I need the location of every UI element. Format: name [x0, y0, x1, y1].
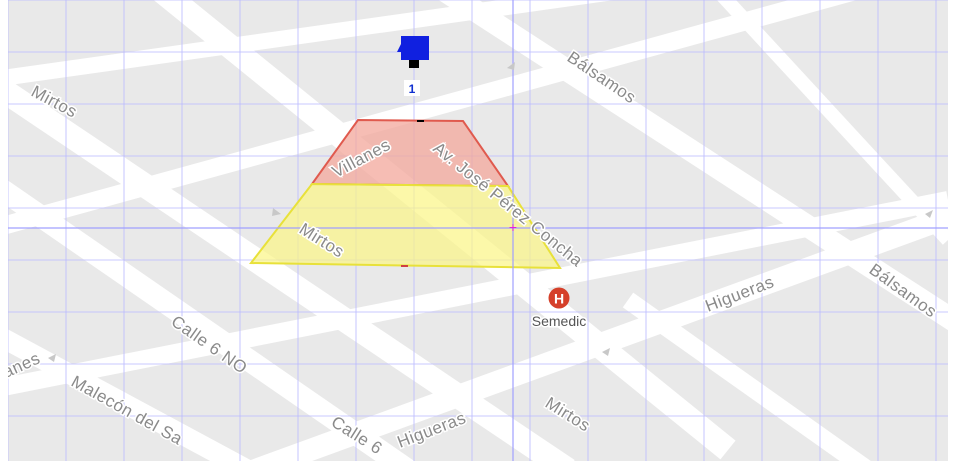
camera-mount: [409, 60, 419, 68]
center-mark: +: [509, 219, 517, 235]
road-arrow: [272, 208, 281, 216]
marker-label: 1: [409, 82, 416, 96]
street-label-higueras-right: Higueras: [703, 272, 777, 316]
street-label-malecon: Malecón del Sa: [68, 372, 186, 449]
road-mid-cross: [8, 0, 857, 234]
road-network: [8, 0, 948, 461]
camera-icon-lens: [397, 44, 401, 52]
road-arrow: [602, 348, 610, 356]
hospital-icon-letter: H: [554, 291, 564, 307]
camera-icon: [401, 36, 429, 60]
road-arrow: [925, 210, 933, 218]
road-lower-cross: [8, 191, 948, 396]
road-mirtos: [8, 78, 575, 461]
hospital-icon: [548, 287, 570, 309]
road-arrow: [48, 354, 56, 362]
road-vertical-right: [716, 0, 948, 245]
road-bottom-right: [622, 292, 871, 461]
camera-marker[interactable]: 1: [397, 36, 429, 96]
street-label-mirtos-bottom: Mirtos: [542, 393, 594, 435]
poi-semedic[interactable]: H Semedic: [530, 287, 588, 331]
road-arrows: [48, 62, 933, 362]
map-canvas[interactable]: + Mirtos Bálsamos Villanes Av. José Pére…: [8, 0, 948, 461]
road-higueras: [247, 205, 948, 461]
road-horizontal-top: [8, 0, 615, 86]
road-malecon: [8, 329, 253, 461]
road-arrow: [507, 62, 515, 70]
near-zone: [248, 182, 562, 270]
poi-label: Semedic: [532, 313, 586, 329]
marker-label-box: [404, 80, 420, 96]
map-svg: + Mirtos Bálsamos Villanes Av. José Pére…: [8, 0, 948, 461]
